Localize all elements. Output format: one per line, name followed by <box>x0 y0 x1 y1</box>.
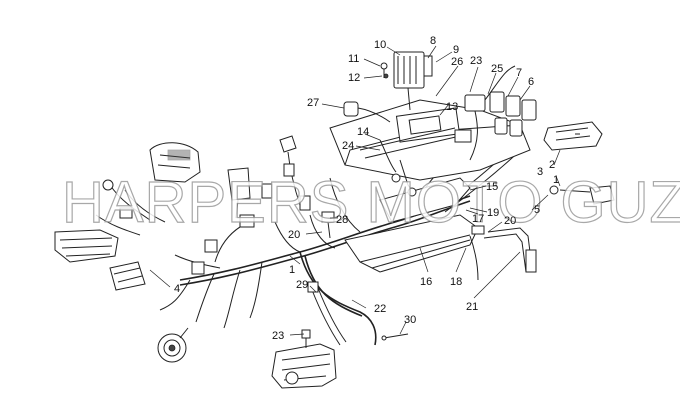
label-8: 8 <box>430 35 436 47</box>
label-25: 25 <box>491 63 503 75</box>
label-20-right: 20 <box>504 215 516 227</box>
label-10: 10 <box>374 39 386 51</box>
battery-tray <box>344 177 479 273</box>
label-5: 5 <box>534 204 540 216</box>
cable-tie <box>381 333 409 341</box>
junction-box-left <box>109 261 146 291</box>
headlight <box>54 229 119 263</box>
ht-lead-left <box>279 135 301 206</box>
label-1-left: 1 <box>289 264 295 276</box>
label-24: 24 <box>342 140 354 152</box>
label-2: 2 <box>549 159 555 171</box>
label-18: 18 <box>450 276 462 288</box>
label-7: 7 <box>516 67 522 79</box>
watermark: HARPERS MOTO GUZZI© <box>62 170 680 235</box>
side-stand-cable <box>469 225 537 281</box>
leader-lines <box>149 45 561 336</box>
label-23-top: 23 <box>470 55 482 67</box>
starter-motor <box>271 343 337 389</box>
label-20-left: 20 <box>288 229 300 241</box>
screw-11-12 <box>380 62 389 79</box>
ignition-switch <box>227 167 255 228</box>
label-21: 21 <box>466 301 478 313</box>
label-19: 19 <box>487 207 499 219</box>
bolt-23-lower <box>301 329 311 348</box>
label-13: 13 <box>446 101 458 113</box>
label-28: 28 <box>336 214 348 226</box>
label-1-right: 1 <box>553 174 559 186</box>
label-30: 30 <box>404 314 416 326</box>
fuse-box-assembly <box>329 91 537 181</box>
label-11: 11 <box>348 53 359 65</box>
label-26: 26 <box>451 56 463 68</box>
turn-indicator-right <box>549 185 615 205</box>
connector-27 <box>343 101 391 123</box>
left-switch-cluster <box>95 179 166 236</box>
relay-block-center <box>191 183 311 275</box>
relay-group <box>454 65 516 161</box>
instrument-panel <box>149 142 201 183</box>
horn <box>157 327 189 363</box>
label-3: 3 <box>537 166 543 178</box>
label-16: 16 <box>420 276 432 288</box>
label-9: 9 <box>453 44 459 56</box>
label-29: 29 <box>296 279 308 291</box>
label-22: 22 <box>374 303 386 315</box>
label-6: 6 <box>528 76 534 88</box>
part-labels: 10 8 9 11 12 26 23 25 7 6 13 27 14 24 2 … <box>174 35 559 342</box>
label-17: 17 <box>472 213 484 225</box>
label-14: 14 <box>357 126 369 138</box>
battery-cable <box>379 139 417 197</box>
label-27: 27 <box>307 97 319 109</box>
rear-light-unit <box>543 121 603 151</box>
label-12: 12 <box>348 72 360 84</box>
label-23-bottom: 23 <box>272 330 284 342</box>
connector-28 <box>321 211 335 239</box>
voltage-regulator <box>393 51 433 111</box>
label-4: 4 <box>174 283 180 295</box>
sensor-lead-29 <box>307 281 347 346</box>
label-15: 15 <box>486 181 498 193</box>
